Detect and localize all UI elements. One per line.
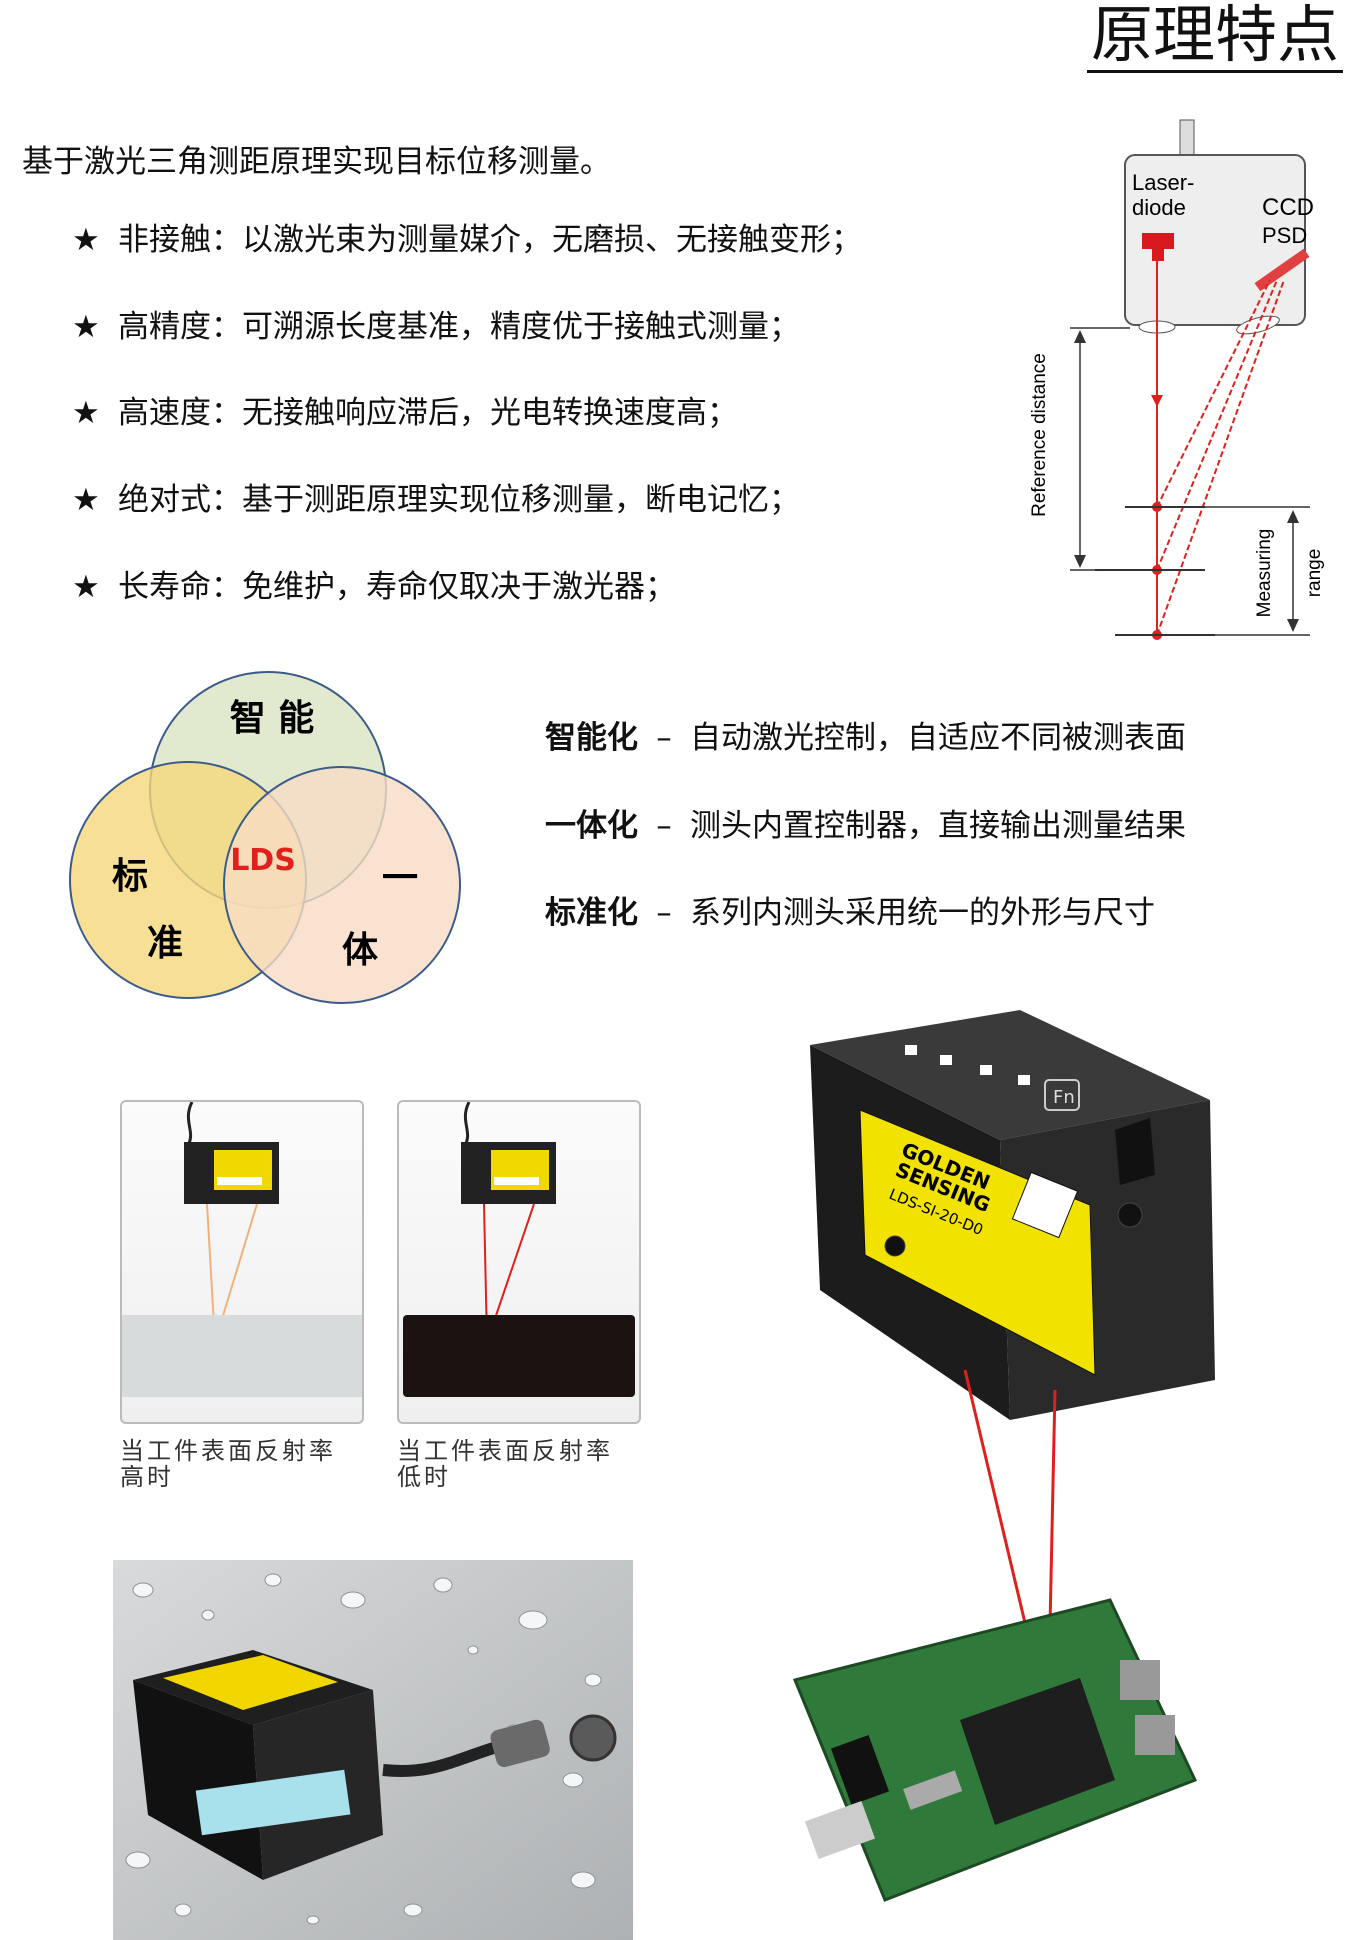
- feature-text: 高精度：可溯源长度基准，精度优于接触式测量；: [118, 309, 800, 345]
- reference-distance-label: Reference distance: [1029, 353, 1050, 517]
- fn-button-label: Fn: [1053, 1087, 1075, 1108]
- measuring-label: Measuring: [1254, 529, 1275, 618]
- venn-circle-right: [223, 766, 461, 1004]
- caption-high: 当工件表面反射率 高时: [120, 1437, 336, 1491]
- venn-label-left-1: 标: [112, 856, 148, 897]
- highlight-label: 标准化: [545, 895, 638, 931]
- high-reflectivity-card: [120, 1100, 364, 1424]
- star-icon: ★: [72, 395, 100, 431]
- feature-item: ★ 高精度：可溯源长度基准，精度优于接触式测量；: [72, 307, 800, 347]
- feature-text: 长寿命：免维护，寿命仅取决于激光器；: [118, 569, 676, 605]
- pcb-board-photo: [792, 1369, 1198, 1902]
- highlight-label: 智能化: [545, 720, 638, 756]
- low-reflectivity-illustration: [403, 1102, 635, 1397]
- psd-label: PSD: [1262, 223, 1307, 248]
- ccd-label: CCD: [1262, 194, 1314, 221]
- feature-item: ★ 高速度：无接触响应滞后，光电转换速度高；: [72, 393, 738, 433]
- laser-label-1: Laser-: [1132, 170, 1194, 195]
- feature-item: ★ 绝对式：基于测距原理实现位移测量，断电记忆；: [72, 480, 800, 520]
- connector-icon: [490, 1719, 550, 1768]
- feature-text: 高速度：无接触响应滞后，光电转换速度高；: [118, 395, 738, 431]
- feature-item: ★ 非接触：以激光束为测量媒介，无磨损、无接触变形；: [72, 220, 862, 260]
- highlight-text: 系列内测头采用统一的外形与尺寸: [690, 895, 1155, 931]
- laser-label-2: diode: [1132, 195, 1186, 220]
- sensor-product-photo: Fn GOLDEN SENSING LDS-SI-20-D0: [810, 1010, 1215, 1420]
- venn-label-left-2: 准: [147, 923, 183, 964]
- feature-item: ★ 长寿命：免维护，寿命仅取决于激光器；: [72, 567, 676, 607]
- highlight-item: 智能化–自动激光控制，自适应不同被测表面: [545, 720, 1186, 756]
- highlight-label: 一体化: [545, 808, 638, 844]
- venn-label-right-1: 一: [382, 858, 418, 899]
- highlight-item: 标准化–系列内测头采用统一的外形与尺寸: [545, 895, 1155, 931]
- venn-label-right-2: 体: [342, 930, 378, 971]
- venn-label-top: 智 能: [230, 698, 315, 739]
- range-label: range: [1304, 549, 1325, 598]
- triangulation-diagram: Laser- diode CCD PSD Reference distance …: [1029, 119, 1325, 640]
- highlight-text: 测头内置控制器，直接输出测量结果: [690, 808, 1186, 844]
- waterproof-photo: [113, 1560, 633, 1940]
- highlight-text: 自动激光控制，自适应不同被测表面: [690, 720, 1186, 756]
- star-icon: ★: [72, 569, 100, 605]
- star-icon: ★: [72, 222, 100, 258]
- feature-text: 非接触：以激光束为测量媒介，无磨损、无接触变形；: [118, 222, 862, 258]
- window-icon: [195, 1769, 351, 1836]
- star-icon: ★: [72, 482, 100, 518]
- highlight-item: 一体化–测头内置控制器，直接输出测量结果: [545, 808, 1186, 844]
- psd-sensor-icon: [1254, 248, 1310, 292]
- feature-text: 绝对式：基于测距原理实现位移测量，断电记忆；: [118, 482, 800, 518]
- venn-diagram: 智 能 标 准 一 体 LDS: [69, 671, 461, 1004]
- caption-low: 当工件表面反射率 低时: [397, 1437, 613, 1491]
- high-reflectivity-illustration: [122, 1102, 362, 1397]
- intro-text: 基于激光三角测距原理实现目标位移测量。: [22, 144, 611, 180]
- qr-code-icon: [1011, 1171, 1079, 1239]
- venn-center-label: LDS: [230, 843, 296, 878]
- star-icon: ★: [72, 309, 100, 345]
- low-reflectivity-card: [397, 1100, 641, 1424]
- laser-diode-icon: [1142, 233, 1174, 249]
- page-title: 原理特点: [1086, 0, 1343, 73]
